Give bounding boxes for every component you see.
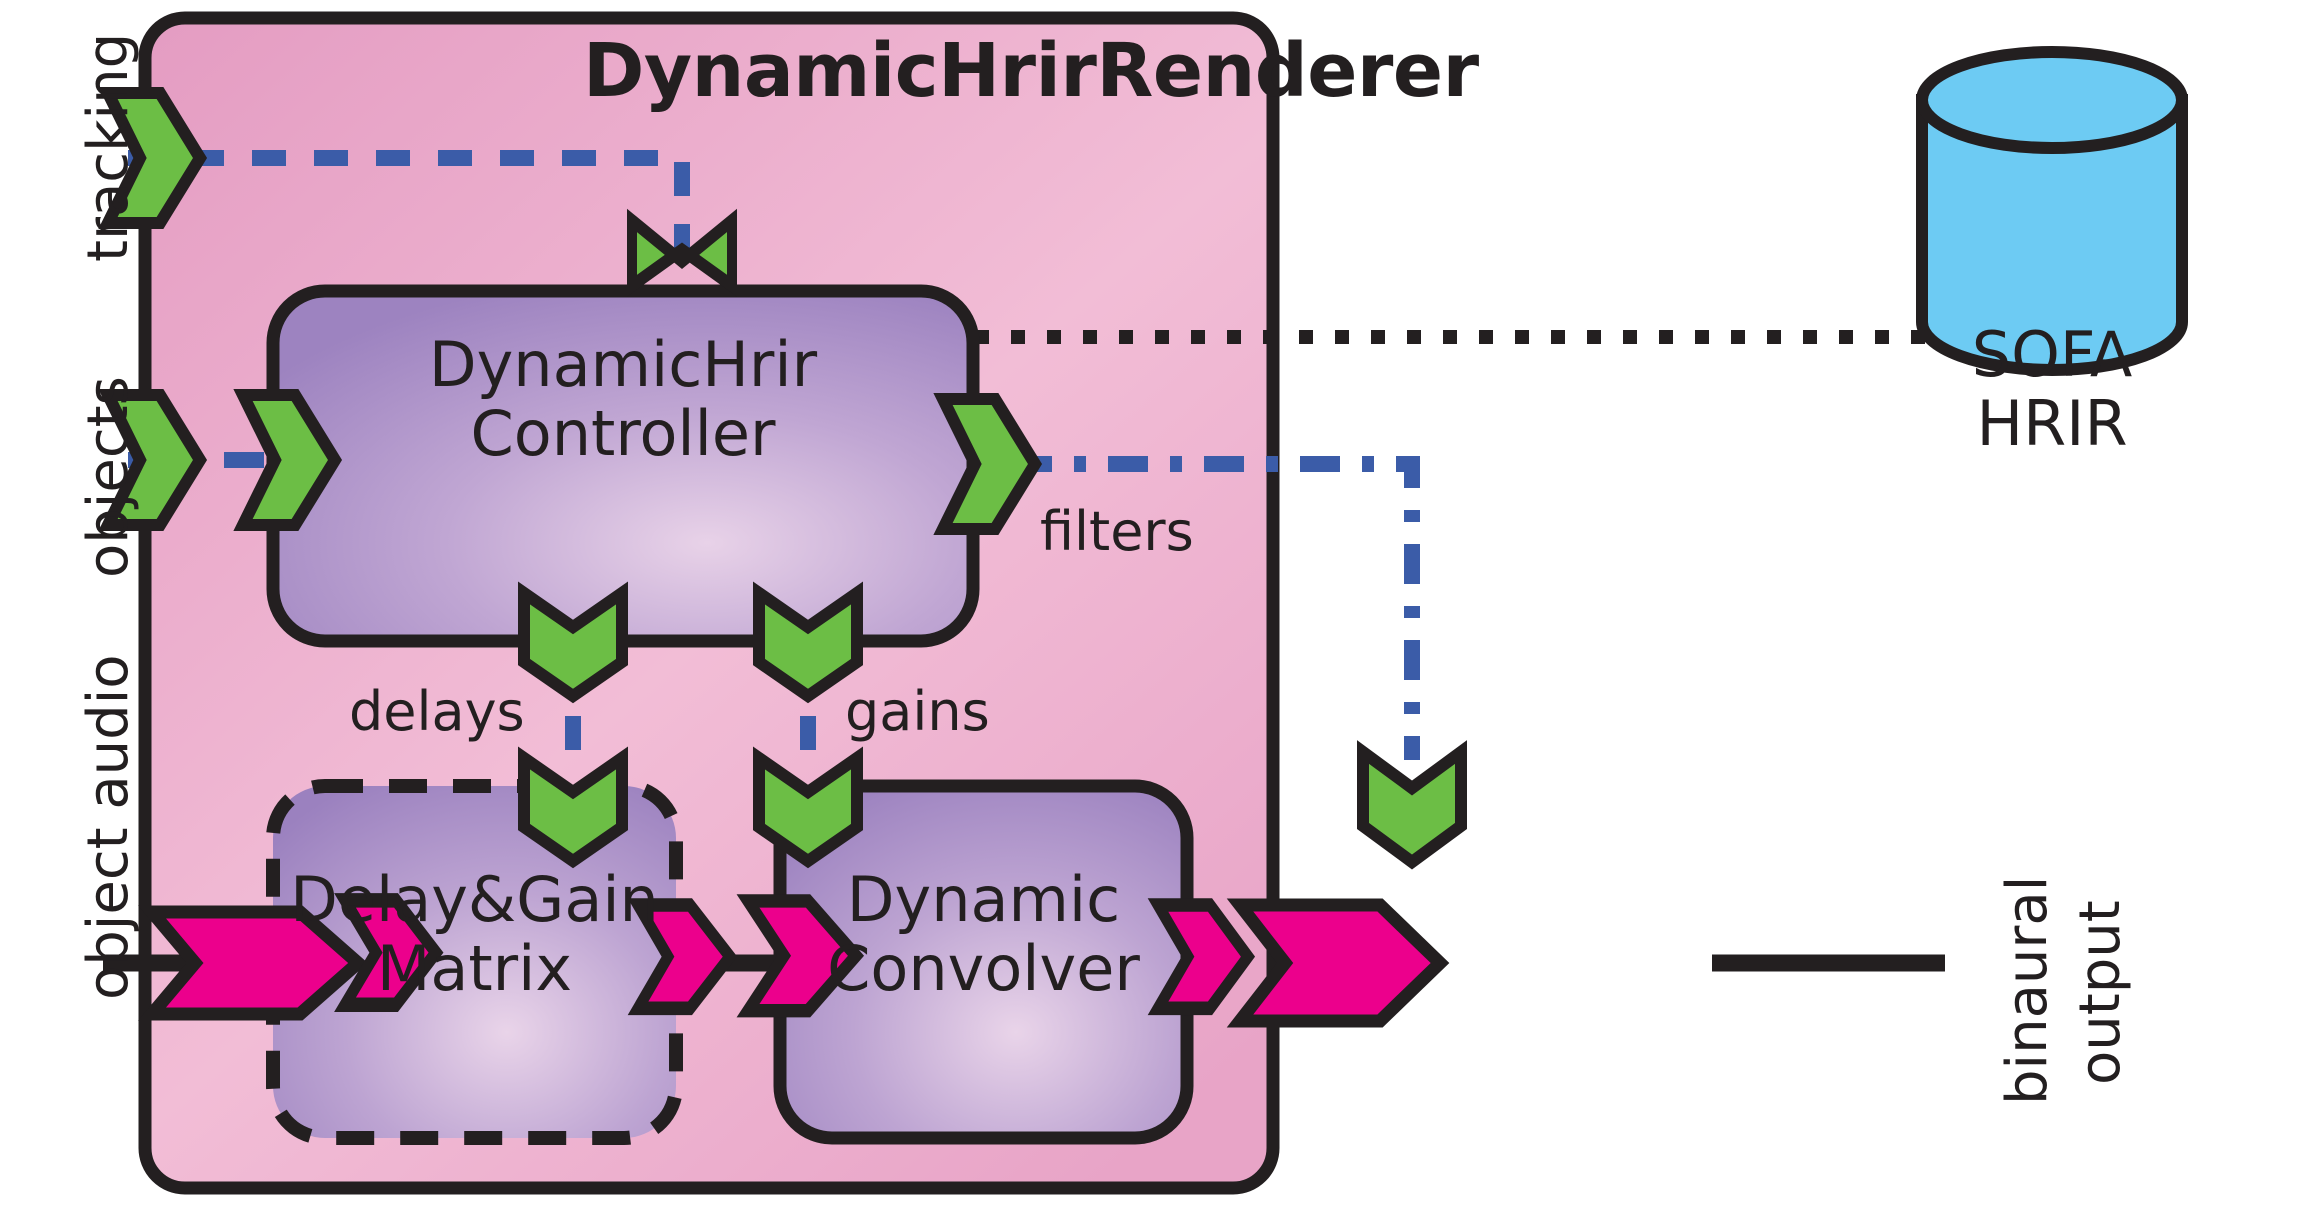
port-convolver-audio-in[interactable] — [736, 894, 865, 1018]
delay-and-gain-matrix-label: Delay&Gain Matrix — [263, 865, 686, 1004]
label-binaural: binaural — [1995, 875, 2060, 1105]
matrix-line-1: Delay&Gain — [290, 863, 659, 936]
label-tracking: tracking — [76, 32, 141, 262]
dynamic-convolver-label: Dynamic Convolver — [780, 865, 1187, 1004]
conn-filters — [1012, 456, 1420, 760]
gains-label: gains — [845, 680, 990, 743]
port-convolver-filters-in[interactable] — [1357, 740, 1467, 870]
port-controller-gains-out[interactable] — [753, 581, 863, 704]
conn-tracking — [128, 150, 690, 268]
port-matrix-delays-in[interactable] — [518, 746, 628, 869]
convolver-line-1: Dynamic — [846, 863, 1121, 936]
port-matrix-gains-in[interactable] — [753, 746, 863, 869]
controller-line-1: DynamicHrir — [428, 328, 818, 401]
sofa-line-2: HRIR — [1976, 387, 2128, 461]
port-controller-tracking-in[interactable] — [627, 208, 737, 297]
matrix-line-2: Matrix — [376, 932, 573, 1006]
sofa-line-1: SOFA — [1971, 318, 2133, 391]
sofa-hrir-label: SOFA HRIR — [1922, 320, 2182, 459]
port-tracking-in[interactable] — [98, 87, 208, 229]
port-object-audio-in[interactable] — [138, 905, 368, 1021]
port-binaural-output[interactable] — [1226, 898, 1450, 1028]
label-output: output — [2068, 900, 2133, 1085]
port-controller-filters-out[interactable] — [933, 393, 1043, 535]
port-matrix-audio-out[interactable] — [627, 898, 738, 1016]
delays-label: delays — [349, 680, 525, 743]
dynamic-hrir-controller-label: DynamicHrir Controller — [273, 330, 973, 469]
port-matrix-audio-in[interactable] — [334, 893, 444, 1013]
label-object-audio: object audio — [76, 654, 141, 1000]
port-controller-objects-in[interactable] — [233, 389, 343, 531]
sofa-hrir-shape — [1916, 46, 2188, 376]
port-convolver-audio-out[interactable] — [1147, 898, 1256, 1016]
filters-label: filters — [1040, 500, 1194, 563]
page-title: DynamicHrirRenderer — [583, 28, 1479, 114]
label-objects: objects — [76, 376, 141, 578]
delay-and-gain-matrix-shape[interactable] — [266, 779, 683, 1145]
convolver-line-2: Convolver — [827, 932, 1140, 1006]
controller-line-2: Controller — [470, 397, 776, 471]
port-controller-delays-out[interactable] — [518, 581, 628, 704]
port-objects-in[interactable] — [98, 389, 208, 531]
